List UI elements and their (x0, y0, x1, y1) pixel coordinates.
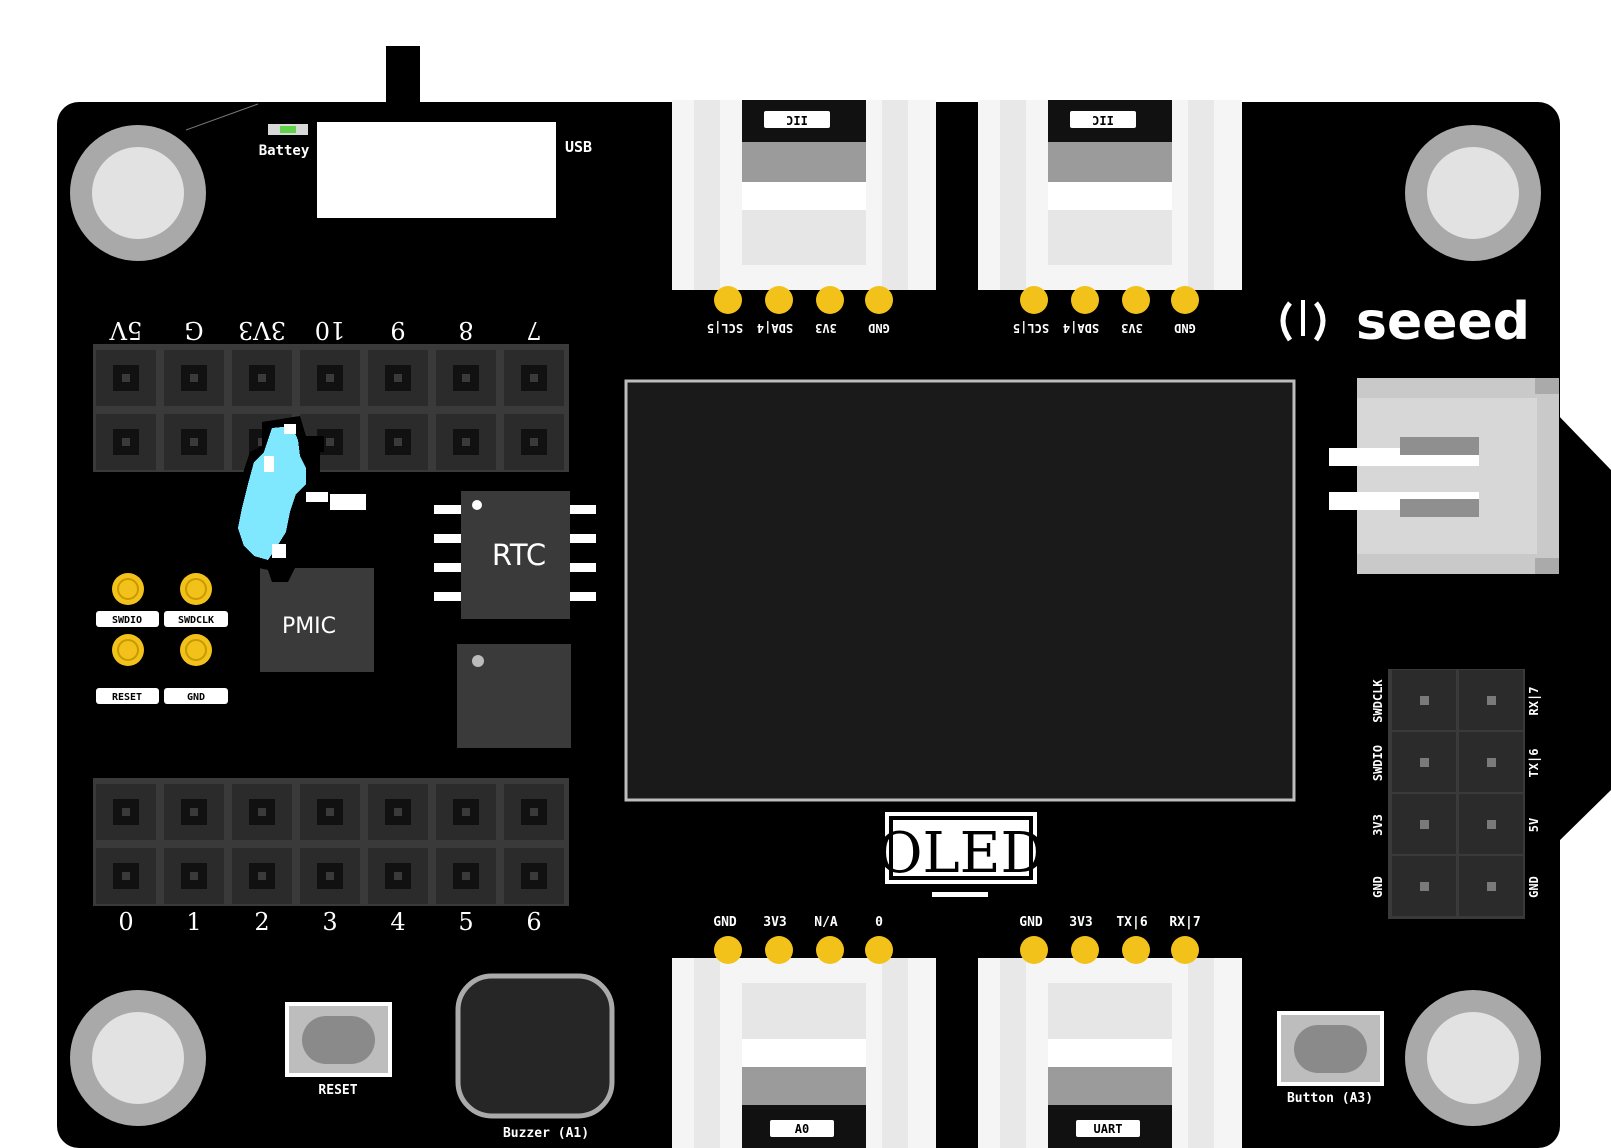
usb-port[interactable] (317, 122, 556, 218)
top-pin-header[interactable] (93, 344, 569, 472)
right-header-left-label: GND (1371, 876, 1385, 898)
bottom-left-grove-pin-label: GND (713, 915, 737, 930)
top-pin-label: 8 (458, 316, 473, 344)
top-left-grove-pin-label: SCL|5 (707, 321, 743, 335)
buzzer-label: Buzzer (A1) (503, 1126, 589, 1141)
bottom-pin-label: 6 (526, 908, 541, 936)
top-pin-label: 5V (109, 316, 142, 344)
bottom-right-grove-pin-label: RX|7 (1169, 915, 1200, 930)
rtc-label: RTC (492, 538, 546, 572)
top-right-grove-pin-label: 3V3 (1121, 321, 1143, 335)
right-header-right-label: GND (1527, 876, 1541, 898)
top-pin-label: 7 (526, 316, 541, 344)
debug-pad-reset-label: RESET (112, 692, 142, 703)
bottom-left-grove-pin-label: 3V3 (763, 915, 786, 930)
seeed-logo-icon: seeed (1280, 292, 1530, 352)
bottom-pin-label: 2 (254, 908, 269, 936)
brand-name: seeed (1356, 292, 1530, 352)
reset-label: RESET (318, 1083, 357, 1098)
bottom-right-grove-connector[interactable]: UART (978, 958, 1242, 1148)
bottom-left-grove-tag: A0 (795, 1122, 809, 1136)
top-pin-label: G (184, 316, 203, 344)
top-pin-labels: 5V G 3V3 10 9 8 7 (109, 316, 542, 344)
battery-label: Battey (259, 143, 310, 159)
bottom-pin-labels: 0 1 2 3 4 5 6 (118, 908, 541, 936)
bottom-pin-label: 4 (390, 908, 405, 936)
top-pin-label: 3V3 (238, 316, 286, 344)
bottom-left-grove-pin-label: 0 (875, 915, 883, 930)
right-header-left-label: 3V3 (1371, 814, 1385, 836)
right-header-right-label: TX|6 (1527, 749, 1541, 778)
bottom-left-grove-connector[interactable]: A0 (672, 958, 936, 1148)
user-button[interactable] (1277, 1011, 1384, 1086)
bottom-grove-pin-labels: GND 3V3 N/A 0 GND 3V3 TX|6 RX|7 (713, 915, 1200, 930)
top-left-grove-pin-label: SDA|4 (757, 321, 793, 335)
bottom-right-grove-pin-label: 3V3 (1069, 915, 1092, 930)
right-header-left-label: SWDIO (1371, 745, 1385, 781)
top-left-grove-pin-label: GND (868, 321, 890, 335)
oled-display (624, 379, 1296, 802)
bottom-pin-header[interactable] (93, 778, 569, 906)
bottom-right-grove-pin-label: GND (1019, 915, 1043, 930)
bottom-right-grove-tag: UART (1094, 1122, 1123, 1136)
reset-button[interactable] (285, 1002, 392, 1077)
debug-pad-swdclk-label: SWDCLK (178, 615, 214, 626)
top-right-grove-tag: IIC (1092, 113, 1114, 127)
bottom-grove-pads (714, 936, 1199, 964)
mounting-holes (70, 125, 1541, 1126)
right-header-right-label: 5V (1527, 818, 1541, 832)
bottom-pin-label: 3 (322, 908, 337, 936)
button-label: Button (A3) (1287, 1091, 1373, 1106)
bottom-pin-label: 0 (118, 908, 133, 936)
bottom-right-grove-pin-label: TX|6 (1116, 915, 1147, 930)
pmic-label: PMIC (282, 614, 336, 639)
top-grove-pin-labels: SCL|5 SDA|4 3V3 GND SCL|5 SDA|4 3V3 GND (707, 321, 1196, 335)
usb-label: USB (565, 138, 592, 156)
top-pin-label: 10 (315, 316, 346, 344)
pmic-chip (260, 568, 374, 672)
right-side-connector[interactable] (1329, 378, 1559, 574)
top-left-grove-pin-label: 3V3 (815, 321, 837, 335)
top-right-grove-pin-label: SCL|5 (1013, 321, 1049, 335)
right-header-right-label: RX|7 (1527, 687, 1541, 716)
bottom-pin-label: 5 (458, 908, 473, 936)
top-left-grove-tag: IIC (786, 113, 808, 127)
top-pin-label: 9 (390, 316, 405, 344)
top-right-grove-connector[interactable]: IIC (978, 100, 1242, 290)
top-left-grove-connector[interactable]: IIC (672, 100, 936, 290)
top-grove-pads (714, 286, 1199, 314)
pointer-cursor-icon (230, 416, 376, 582)
rtc-chip: RTC (434, 491, 596, 619)
buzzer (455, 973, 615, 1119)
top-right-grove-pin-label: GND (1174, 321, 1196, 335)
debug-pad-gnd-label: GND (187, 692, 205, 703)
right-header-left-label: SWDCLK (1371, 679, 1385, 723)
right-pin-header[interactable] (1388, 669, 1525, 919)
bottom-pin-label: 1 (186, 908, 201, 936)
debug-pad-swdio-label: SWDIO (112, 615, 142, 626)
oled-label: OLED (877, 821, 1046, 886)
debug-pads: SWDIO SWDCLK RESET GND (96, 573, 228, 704)
bottom-left-grove-pin-label: N/A (814, 915, 838, 930)
side-wedge (1555, 412, 1611, 845)
top-right-grove-pin-label: SDA|4 (1063, 321, 1099, 335)
